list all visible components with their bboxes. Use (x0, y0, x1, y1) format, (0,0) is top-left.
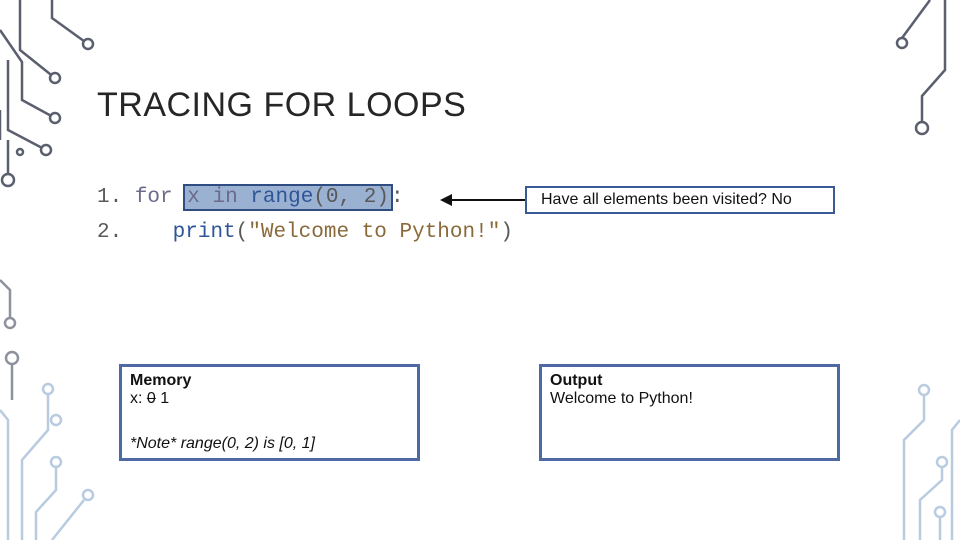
in-keyword: in (212, 186, 238, 209)
range-function: range (250, 186, 314, 209)
circuit-bottom-right (902, 383, 960, 540)
circuit-top-right (895, 0, 947, 136)
var-label: x: (130, 390, 143, 407)
colon: : (390, 186, 404, 209)
circuit-left-middle (0, 279, 20, 400)
string-literal: "Welcome to Python!" (248, 221, 501, 244)
loop-variable: x (187, 186, 200, 209)
print-function: print (172, 221, 236, 244)
memory-var-row: x: 0 1 (130, 390, 409, 408)
slide-title: TRACING FOR LOOPS (97, 86, 467, 124)
circuit-top-left (0, 0, 95, 188)
circuit-bottom-left (0, 382, 95, 540)
new-value: 1 (160, 390, 170, 407)
range-args: (0, 2) (313, 186, 389, 209)
line-number: 2. (97, 221, 123, 244)
output-text: Welcome to Python! (550, 390, 693, 407)
code-line-1: 1. for x in range(0, 2): (97, 184, 404, 211)
visited-callout: Have all elements been visited? No (525, 186, 835, 214)
range-note: *Note* range(0, 2) is [0, 1] (130, 435, 315, 452)
old-value: 0 (146, 390, 156, 407)
output-panel: Output Welcome to Python! (539, 364, 840, 461)
open-paren: ( (235, 221, 249, 244)
callout-arrow (440, 194, 525, 206)
line-number: 1. (97, 186, 123, 209)
memory-heading: Memory (130, 372, 192, 389)
output-heading: Output (550, 372, 603, 389)
callout-text: Have all elements been visited? No (541, 191, 792, 208)
for-keyword: for (134, 186, 173, 209)
memory-panel: Memory x: 0 1 *Note* range(0, 2) is [0, … (119, 364, 420, 461)
code-line-2: 2. print("Welcome to Python!") (97, 221, 513, 244)
close-paren: ) (500, 221, 513, 244)
highlighted-iterable: x in range(0, 2) (183, 184, 393, 211)
